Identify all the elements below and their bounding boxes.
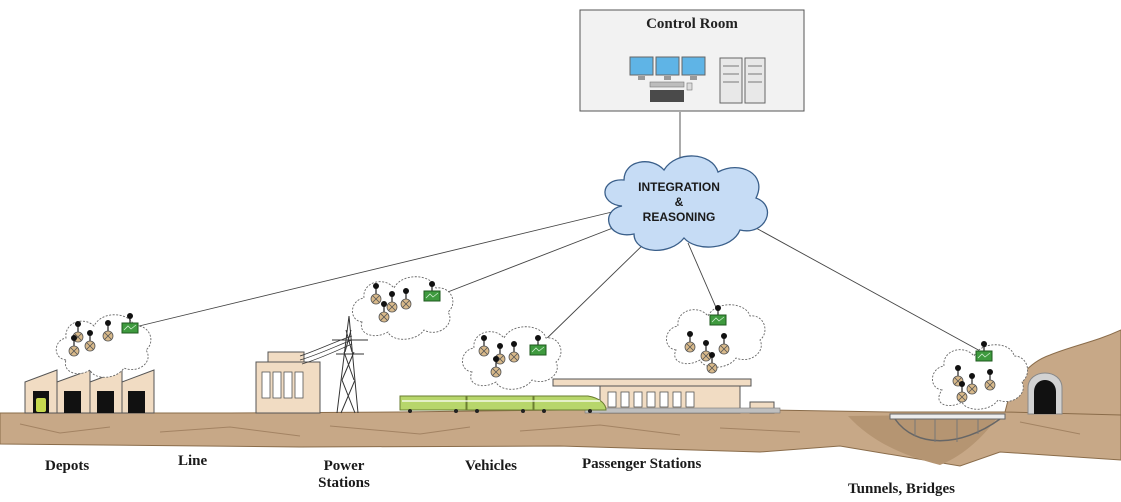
power-station-icon [255, 335, 353, 414]
passenger-station-icon [552, 378, 781, 414]
hub-line-1: INTEGRATION [638, 180, 720, 194]
ground [0, 374, 1121, 467]
train-icon [399, 395, 607, 413]
hub-line-2: & [674, 195, 684, 209]
connection-lines [134, 112, 983, 353]
integration-cloud-icon [604, 155, 769, 251]
label-depots: Depots [45, 458, 90, 474]
sensor-cluster-stations [666, 304, 766, 374]
sensor-cluster-vehicles [462, 326, 562, 390]
label-power-stations: Power Stations [304, 458, 384, 492]
bridge-icon [848, 413, 1006, 465]
control-room-title: Control Room [646, 16, 738, 32]
tunnel-mountain-icon [1004, 329, 1121, 416]
sensor-cluster-power [352, 276, 454, 340]
label-vehicles: Vehicles [465, 458, 517, 474]
label-passenger-stations: Passenger Stations [582, 456, 702, 472]
label-power-line-1: Power [323, 458, 365, 474]
server-rack-icon [719, 57, 766, 104]
label-line: Line [178, 453, 208, 469]
integration-reasoning-label: INTEGRATION & REASONING [612, 180, 746, 225]
hub-line-3: REASONING [642, 210, 716, 224]
control-room [579, 9, 805, 112]
sensor-cluster-tunnels [932, 340, 1029, 410]
depot-buildings-icon [24, 369, 155, 414]
computer-workstations-icon [629, 56, 706, 102]
transmission-tower-icon [332, 315, 368, 414]
label-power-line-2: Stations [318, 475, 370, 491]
label-tunnels-bridges: Tunnels, Bridges [848, 481, 955, 497]
sensor-cluster-depots [55, 312, 152, 378]
